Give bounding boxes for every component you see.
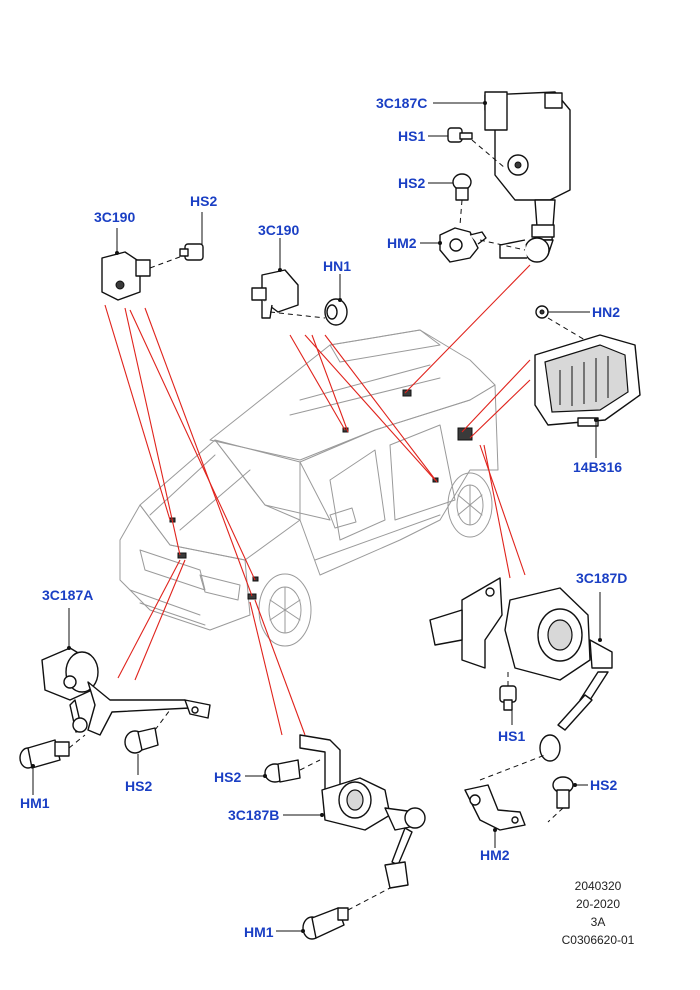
label-3c190-mid: 3C190 [258, 222, 299, 238]
label-hm1-left: HM1 [20, 795, 50, 811]
reference-line-1: 2040320 [575, 879, 622, 893]
label-3c187d: 3C187D [576, 570, 627, 586]
ball-joint-hm1-left [19, 734, 86, 795]
label-hs2-left: HS2 [190, 193, 217, 209]
bolt-hs2-bottom-left [124, 709, 171, 775]
label-hm2-top: HM2 [387, 235, 417, 251]
reference-line-3: 3A [591, 915, 606, 929]
label-14b316: 14B316 [573, 459, 622, 475]
label-hs2-right: HS2 [590, 777, 617, 793]
nut-hn2 [535, 305, 590, 341]
label-3c190-left: 3C190 [94, 209, 135, 225]
bolt-hs2-bottom-center [245, 759, 321, 783]
bolt-hs1-right [499, 670, 517, 725]
height-sensor-3c187d [429, 577, 613, 762]
nut-hn1 [324, 274, 348, 326]
height-sensor-3c187b [283, 734, 426, 889]
bracket-hm2-top [420, 227, 526, 263]
module-14b316 [534, 334, 641, 458]
bolt-hs2-left [179, 212, 204, 261]
label-hn1: HN1 [323, 258, 351, 274]
bracket-hm2-right [464, 754, 546, 848]
label-3c187a: 3C187A [42, 587, 93, 603]
height-sensor-3c187c [433, 91, 571, 263]
ball-joint-hm1-bottom [276, 887, 391, 940]
label-hs2-bottom-left: HS2 [125, 778, 152, 794]
bolt-hs1-top [428, 127, 506, 169]
part-labels: 3C187C HS1 HS2 HM2 3C190 HS2 3C190 HN1 H… [20, 95, 627, 940]
bolt-hs2-right [547, 776, 588, 823]
sensor-3c190-left [101, 228, 186, 301]
reference-line-4: C0306620-01 [562, 933, 635, 947]
label-3c187b: 3C187B [228, 807, 279, 823]
reference-block: 2040320 20-2020 3A C0306620-01 [562, 879, 635, 947]
label-hs1-top: HS1 [398, 128, 425, 144]
reference-line-2: 20-2020 [576, 897, 620, 911]
callout-lines [104, 264, 531, 736]
sensor-3c190-mid [251, 238, 326, 319]
label-hm1-bottom: HM1 [244, 924, 274, 940]
bolt-hs2-top [428, 173, 472, 226]
label-hs2-bottom-center: HS2 [214, 769, 241, 785]
label-hn2: HN2 [592, 304, 620, 320]
label-3c187c: 3C187C [376, 95, 427, 111]
height-sensor-3c187a [41, 608, 211, 736]
vehicle-illustration [119, 329, 499, 647]
label-hs2-top: HS2 [398, 175, 425, 191]
label-hm2-right: HM2 [480, 847, 510, 863]
label-hs1-right: HS1 [498, 728, 525, 744]
